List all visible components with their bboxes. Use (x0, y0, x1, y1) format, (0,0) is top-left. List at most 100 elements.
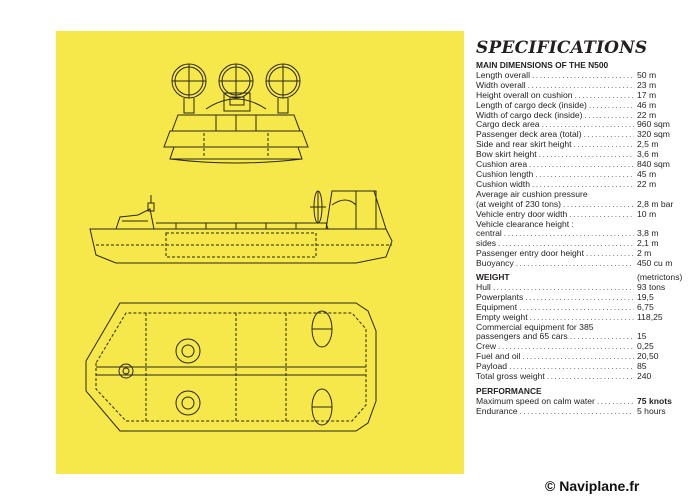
dot-leader: ........................................… (519, 406, 634, 416)
spec-row: Side and rear skirt height..............… (474, 140, 689, 150)
spec-value: 0,25 (637, 342, 654, 352)
main-dimensions-heading: MAIN DIMENSIONS OF THE N500 (476, 60, 609, 70)
spec-row: Empty weight............................… (474, 313, 689, 323)
spec-row: Bow skirt height........................… (474, 150, 689, 160)
dot-leader: ........................................… (573, 140, 634, 150)
spec-row: Powerplants.............................… (474, 293, 689, 303)
spec-label: Endurance (476, 406, 518, 416)
spec-value: 93 tons (637, 282, 666, 292)
spec-label: Commercial equipment for 385 (476, 322, 594, 332)
dot-leader: ........................................… (492, 282, 634, 292)
dot-leader: ........................................… (584, 110, 634, 120)
spec-label: Average air cushion pressure (476, 189, 588, 199)
spec-label: Width overall (476, 80, 526, 90)
spec-value: 19,5 (637, 292, 654, 302)
weight-list: Hull....................................… (474, 283, 689, 382)
spec-value: 5 hours (637, 406, 666, 416)
spec-label: Cushion width (476, 179, 530, 189)
spec-row: Endurance...............................… (474, 407, 689, 417)
dot-leader: ........................................… (503, 229, 634, 239)
dot-leader: ........................................… (498, 342, 634, 352)
spec-row: (at weight of 230 tons).................… (474, 200, 689, 210)
spec-value: 22 m (637, 179, 657, 189)
spec-label: Total gross weight (476, 372, 545, 382)
spec-value: 50 m (637, 70, 657, 80)
spec-row: Payload.................................… (474, 362, 689, 372)
dot-leader: ........................................… (532, 70, 634, 80)
dot-leader: ........................................… (583, 130, 634, 140)
spec-value: 240 (637, 372, 652, 382)
spec-label: Passenger entry door height (476, 249, 584, 259)
spec-value: 2,8 m bar (637, 199, 674, 209)
dot-leader: ........................................… (519, 302, 634, 312)
specifications-panel: SPECIFICATIONS MAIN DIMENSIONS OF THE N5… (474, 38, 689, 417)
spec-label: passengers and 65 cars (476, 332, 568, 342)
spec-value: 85 (637, 362, 647, 372)
spec-label: Hull (476, 282, 491, 292)
drawing-panel (56, 31, 464, 474)
dot-leader: ........................................… (538, 150, 634, 160)
spec-value: 450 cu m (637, 259, 673, 269)
dot-leader: ........................................… (588, 100, 634, 110)
weight-unit: (metrictons) (637, 272, 683, 283)
dot-leader: ........................................… (541, 120, 634, 130)
spec-label: Length overall (476, 70, 530, 80)
spec-row: Cushion length..........................… (474, 170, 689, 180)
spec-label: Bow skirt height (476, 150, 537, 160)
spec-label: Passenger deck area (total) (476, 130, 582, 140)
spec-label: Fuel and oil (476, 352, 521, 362)
dot-leader: ........................................… (498, 239, 634, 249)
spec-row: Cushion area............................… (474, 160, 689, 170)
spec-row: Passenger entry door height.............… (474, 249, 689, 259)
spec-row: Cargo deck area.........................… (474, 120, 689, 130)
spec-value: 20,50 (637, 352, 659, 362)
spec-label: Height overall on cushion (476, 90, 573, 100)
spec-row: Length overall..........................… (474, 71, 689, 81)
spec-row: central.................................… (474, 229, 689, 239)
spec-row: Commercial equipment for 385............… (474, 323, 689, 333)
dot-leader: ........................................… (509, 362, 634, 372)
spec-value: 118,25 (637, 312, 663, 322)
spec-label: (at weight of 230 tons) (476, 199, 562, 209)
spec-row: Height overall on cushion...............… (474, 91, 689, 101)
dot-leader: ........................................… (569, 209, 634, 219)
spec-row: Width overall...........................… (474, 81, 689, 91)
spec-value: 2,1 m (637, 239, 659, 249)
dot-leader: ........................................… (563, 199, 634, 209)
main-dimensions-list: Length overall..........................… (474, 71, 689, 269)
front-view-drawing (163, 63, 309, 164)
spec-value: 10 m (637, 209, 657, 219)
spec-row: Length of cargo deck (inside)...........… (474, 101, 689, 111)
weight-heading: WEIGHT (metrictons) (476, 272, 689, 283)
dot-leader: ........................................… (535, 169, 634, 179)
spec-label: central (476, 229, 502, 239)
spec-label: Vehicle entry door width (476, 209, 568, 219)
spec-label: Vehicle clearance height : (476, 219, 574, 229)
spec-row: Maximum speed on calm water.............… (474, 397, 689, 407)
spec-row: Vehicle clearance height :..............… (474, 220, 689, 230)
spec-label: Powerplants (476, 292, 524, 302)
spec-row: Equipment...............................… (474, 303, 689, 313)
spec-value: 75 knots (637, 396, 672, 406)
dot-leader: ........................................… (574, 90, 635, 100)
spec-value: 3,8 m (637, 229, 659, 239)
spec-label: Maximum speed on calm water (476, 396, 595, 406)
spec-row: Buoyancy................................… (474, 259, 689, 269)
spec-label: Empty weight (476, 312, 528, 322)
spec-value: 320 sqm (637, 130, 670, 140)
spec-label: Equipment (476, 302, 518, 312)
spec-value: 17 m (637, 90, 657, 100)
spec-label: Payload (476, 362, 508, 372)
spec-row: Total gross weight......................… (474, 372, 689, 382)
spec-row: Cushion width...........................… (474, 180, 689, 190)
spec-label: Buoyancy (476, 259, 514, 269)
credit-watermark: © Naviplane.fr (545, 478, 640, 494)
spec-label: Length of cargo deck (inside) (476, 100, 587, 110)
spec-value: 840 sqm (637, 160, 670, 170)
spec-value: 6,75 (637, 302, 654, 312)
performance-heading: PERFORMANCE (476, 386, 542, 396)
spec-value: 22 m (637, 110, 657, 120)
spec-label: Cargo deck area (476, 120, 540, 130)
dot-leader: ........................................… (529, 312, 634, 322)
spec-row: Passenger deck area (total).............… (474, 130, 689, 140)
